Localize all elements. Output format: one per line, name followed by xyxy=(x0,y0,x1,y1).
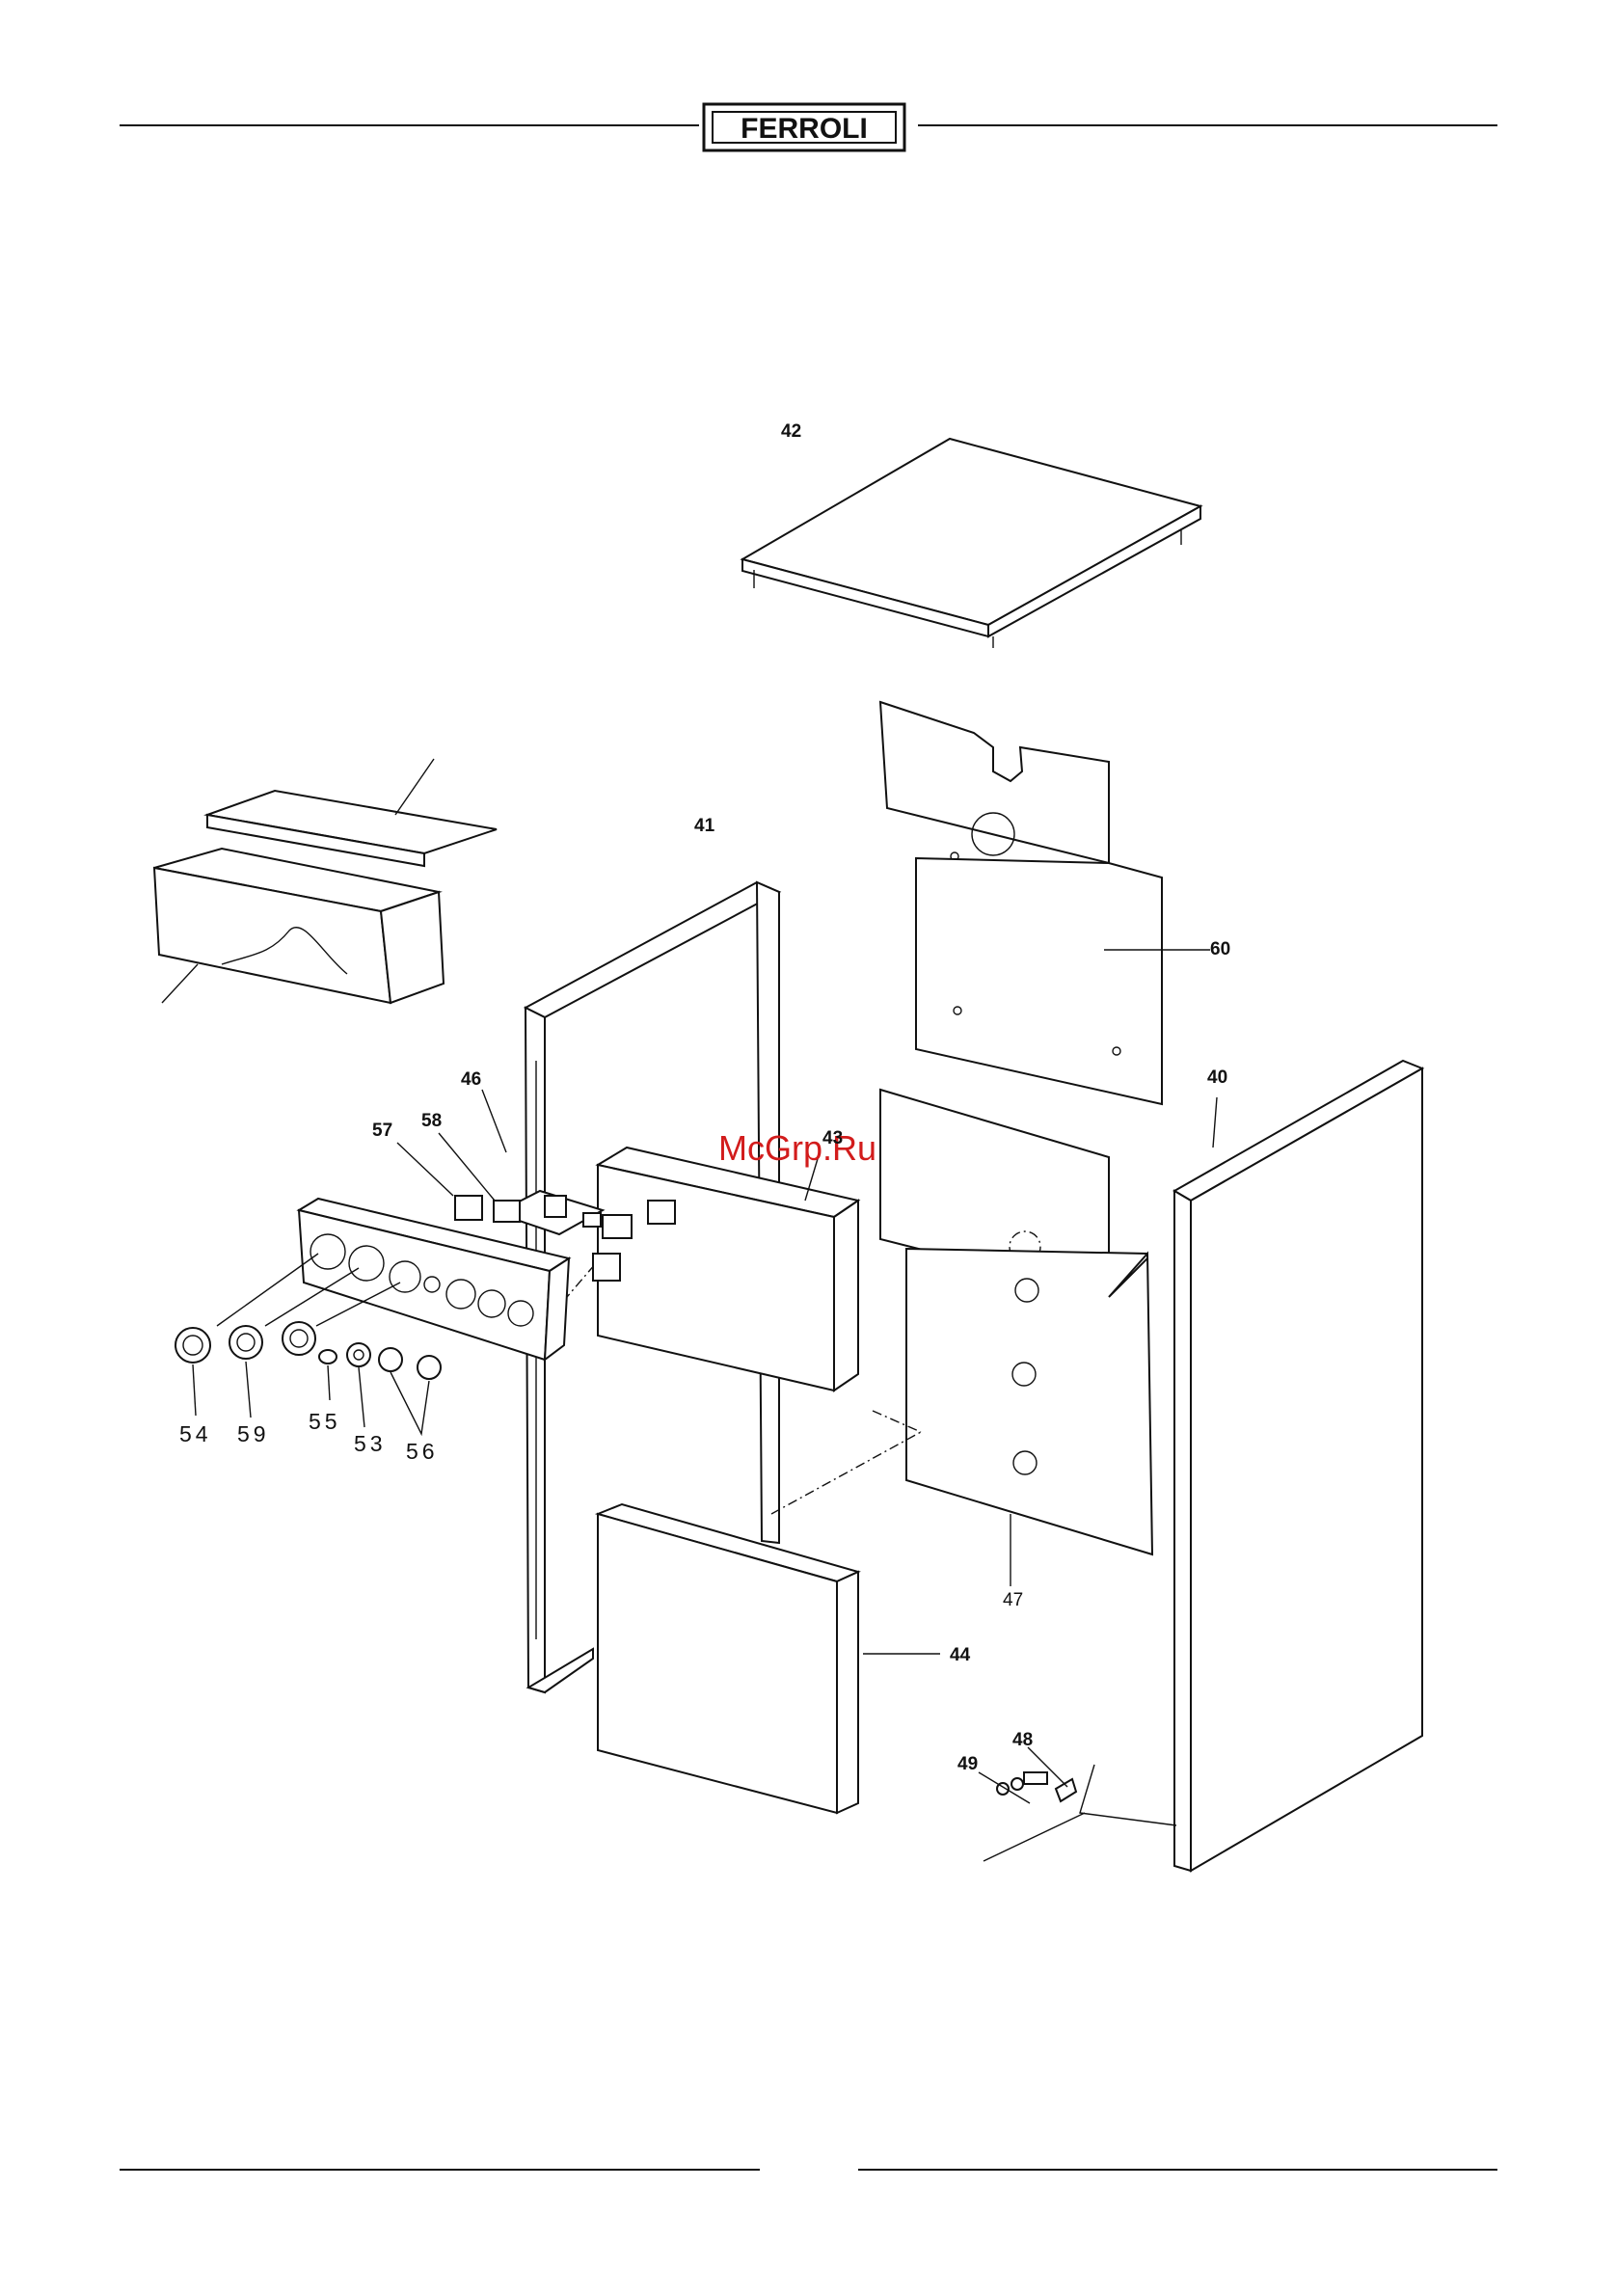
callout-47: 47 xyxy=(1003,1590,1023,1610)
header: FERROLI xyxy=(120,104,1497,150)
callout-55: 55 xyxy=(309,1409,341,1434)
callout-57: 57 xyxy=(372,1121,392,1141)
watermark-text: McGrp.Ru xyxy=(718,1128,876,1168)
part-54-gauge xyxy=(175,1328,210,1416)
callout-42: 42 xyxy=(781,421,801,442)
part-56-knobs xyxy=(379,1348,441,1434)
part-40-right-panel xyxy=(1174,1061,1422,1871)
part-44-front-lower-panel xyxy=(598,1504,940,1813)
callout-41: 41 xyxy=(694,816,715,836)
part-43-front-upper-panel xyxy=(598,1148,858,1391)
drain-leader-lines xyxy=(984,1765,1176,1861)
callout-43: 43 xyxy=(822,1128,843,1148)
part-60-rear-shield xyxy=(880,702,1210,1104)
callout-53: 53 xyxy=(354,1431,387,1456)
knob-unlabelled xyxy=(283,1322,315,1355)
logo-text: FERROLI xyxy=(741,113,868,145)
callout-56: 56 xyxy=(406,1439,439,1464)
accessory-box xyxy=(154,759,497,1003)
callout-40: 40 xyxy=(1207,1067,1227,1088)
callout-49: 49 xyxy=(957,1754,978,1774)
part-47-rear-panel xyxy=(880,1090,1152,1586)
part-53-knob xyxy=(347,1343,370,1427)
ferroli-logo: FERROLI xyxy=(704,104,904,150)
callout-60: 60 xyxy=(1210,939,1230,959)
callout-48: 48 xyxy=(1012,1730,1033,1750)
callout-58: 58 xyxy=(421,1111,442,1131)
part-57-relay xyxy=(397,1143,482,1220)
callout-54: 54 xyxy=(179,1421,212,1446)
callout-59: 59 xyxy=(237,1421,270,1446)
part-49-fitting xyxy=(979,1772,1047,1803)
part-55-plug xyxy=(319,1350,337,1400)
callout-44: 44 xyxy=(950,1645,971,1665)
part-59-gauge xyxy=(229,1326,262,1418)
callout-46: 46 xyxy=(461,1069,481,1090)
part-42-top-cover xyxy=(742,439,1200,648)
